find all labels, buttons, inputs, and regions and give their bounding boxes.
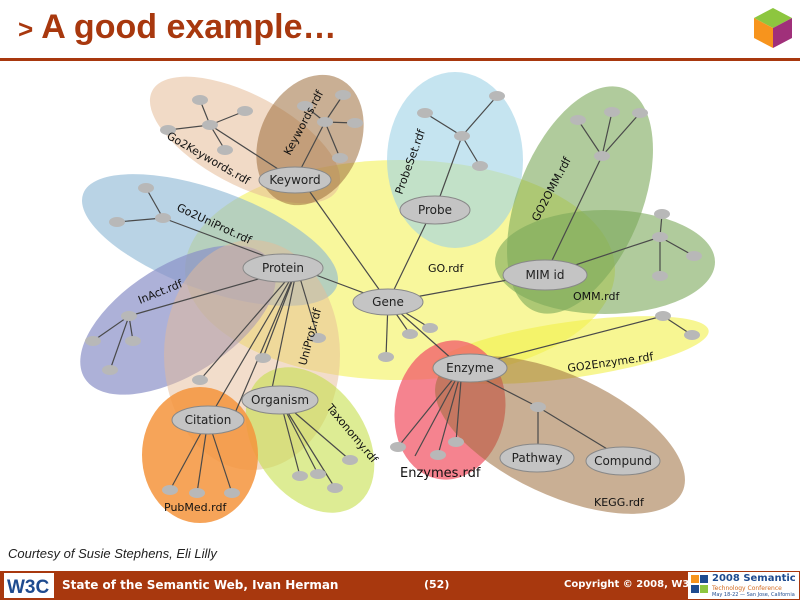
node-pathway: Pathway [499,443,575,473]
node-organism-label: Organism [251,393,309,407]
node-gene: Gene [352,288,424,316]
node-citation: Citation [171,405,245,435]
node-gene-label: Gene [372,295,404,309]
node-protein: Protein [242,253,324,283]
node-compund-label: Compund [594,454,652,468]
label-pubmed: PubMed.rdf [164,501,227,514]
conference-place: May 18-22 — San Jose, California [712,592,795,598]
label-omm: OMM.rdf [573,290,620,303]
label-go: GO.rdf [428,262,465,275]
node-organism: Organism [241,385,319,415]
footer-presentation-title: State of the Semantic Web, Ivan Herman [62,578,339,592]
node-keyword-label: Keyword [269,173,320,187]
title-rule [0,58,800,61]
footer-copyright: Copyright © 2008, W3C [564,579,697,590]
cube-logo-icon [754,8,792,48]
node-pathway-label: Pathway [512,451,563,465]
node-protein-label: Protein [262,261,304,275]
node-compund: Compund [585,446,661,476]
label-kegg: KEGG.rdf [594,496,645,509]
conference-logo: 2008 Semantic Technology Conference May … [688,572,799,599]
node-enzyme-label: Enzyme [446,361,494,375]
title-text: A good example… [41,8,337,46]
label-enzymes: Enzymes.rdf [400,466,481,481]
conference-subtitle: Technology Conference [712,585,782,592]
dataset-diagram: Gene Protein Keyword Probe MIM id Enzyme… [80,72,715,523]
footer-bar: W3C State of the Semantic Web, Ivan Herm… [0,571,800,600]
title-caret: > [18,14,34,44]
footer-page-number: (52) [424,578,450,591]
node-mim-id: MIM id [502,259,588,291]
node-keyword: Keyword [258,166,332,194]
node-enzyme: Enzyme [432,353,508,383]
small-resource-nodes [85,90,702,498]
node-citation-label: Citation [185,413,232,427]
w3c-logo-text: W3C [7,577,50,598]
conference-logo-icon [691,575,708,593]
node-probe-label: Probe [418,203,452,217]
conference-year: 2008 Semantic [712,573,796,584]
slide-title: >A good example… [18,8,337,47]
w3c-logo-icon: W3C [4,573,54,598]
node-mim-label: MIM id [525,268,564,282]
courtesy-note: Courtesy of Susie Stephens, Eli Lilly [8,546,217,561]
node-probe: Probe [399,195,471,225]
